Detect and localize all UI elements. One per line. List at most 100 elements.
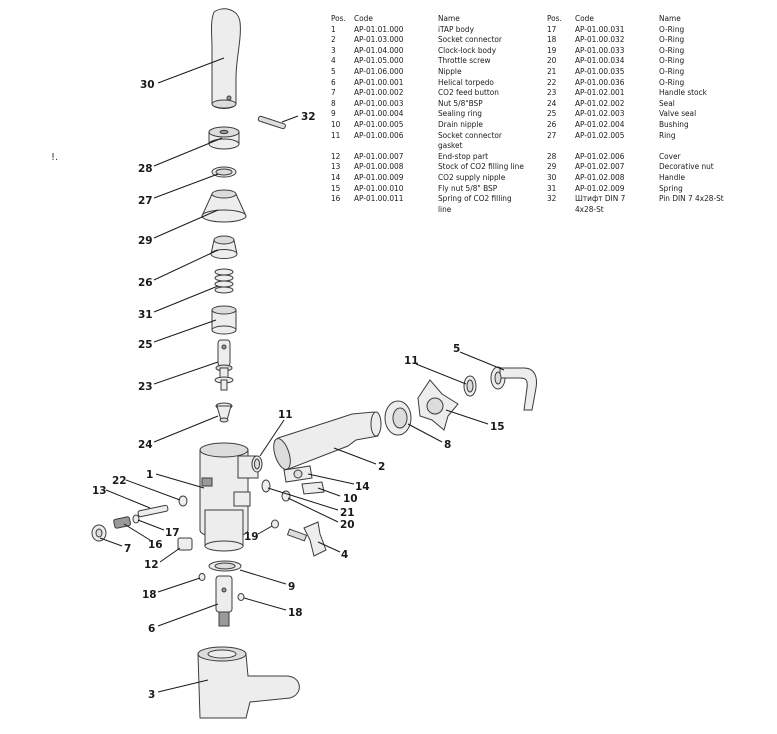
cell-pos-right: 26 [547,118,557,129]
callout-1: 1 [146,469,153,481]
callout-8: 8 [444,439,451,451]
part-28-cover [208,126,240,150]
cell-pos-left: 8 [331,97,336,108]
part-25-valve-seal [211,305,237,335]
callout-32: 32 [301,111,316,123]
cell-pos-right [547,204,575,215]
cell-name-right: Handle [659,171,685,182]
cell-name-left: Drain nipple [438,118,483,129]
cell-name-left: line [438,203,452,214]
cell-name-right: O-Ring [659,76,685,87]
cell-pos-left: 1 [331,23,336,34]
callout-14: 14 [355,481,370,493]
part-19-o-ring [271,519,279,529]
cell-pos-right: 19 [547,44,557,55]
callout-24: 24 [138,439,153,451]
cell-name-left: Socket connector [438,129,502,140]
part-11-gasket-upper [463,375,477,397]
cell-name-left: Nut 5/8"BSP [438,97,483,108]
callout-11-lower: 11 [278,409,293,421]
cell-pos-left: 16 [331,193,341,204]
callout-16: 16 [148,539,163,551]
part-3-clock-lock-body [197,646,300,719]
cell-name-left: End-stop part [438,150,489,161]
part-29-decorative-nut [201,189,247,223]
cell-code-right: AP-01.00.035 [575,65,625,76]
part-30-handle [211,8,241,109]
cell-pos-left: 12 [331,150,341,161]
cell-pos-right: 30 [547,171,557,182]
part-12-end-stop [177,537,193,551]
cell-pos-left: 14 [331,171,341,182]
cell-name-right: Seal [659,97,675,108]
cell-pos-right: 18 [547,34,557,45]
callout-25: 25 [138,339,153,351]
cell-code-right: AP-01.02.006 [575,150,625,161]
callout-labels: 30 32 28 27 29 26 31 25 23 24 11 5 11 15… [92,79,505,701]
cell-code-left: AP-01.00.009 [354,171,404,182]
cell-name-left: CO2 supply nipple [438,171,506,182]
table-row: gasket [331,140,759,151]
callout-27: 27 [138,195,153,207]
header-pos-right: Pos. [547,13,562,23]
cell-name-left: Stock of CO2 filling line [438,161,524,172]
callout-6: 6 [148,623,155,635]
part-10-drain-nipple [301,481,325,495]
header-name-right: Name [659,13,681,23]
cell-name-left: Sealing ring [438,108,482,119]
cell-pos-left: 10 [331,118,341,129]
leader-lines [99,57,505,693]
cell-pos-left: 11 [331,129,341,140]
cell-code-left: AP-01.00.002 [354,87,404,98]
cell-name-left: Nipple [438,65,462,76]
cell-pos-left: 3 [331,44,336,55]
cell-name-right: Pin DIN 7 4x28-St [659,193,724,204]
cell-pos-left [331,140,354,151]
cell-pos-left: 15 [331,182,341,193]
cell-pos-right: 21 [547,65,557,76]
cell-name-right [659,204,759,215]
cell-code-right: AP-01.02.009 [575,182,625,193]
cell-pos-left: 4 [331,55,336,66]
callout-11-upper: 11 [404,355,419,367]
cell-code-left: AP-01.01.000 [354,23,404,34]
cell-code-right: AP-01.02.005 [575,129,625,140]
cell-name-right: Handle stock [659,87,707,98]
cell-code-right: AP-01.02.008 [575,171,625,182]
cell-name-right: O-Ring [659,44,685,55]
part-31-spring [214,268,234,294]
part-7-co2-feed-button [91,524,107,542]
header-code-right: Code [575,13,594,23]
cell-code-right: AP-01.00.031 [575,23,625,34]
cell-pos-right: 32 [547,193,557,204]
cell-name-right: O-Ring [659,34,685,45]
callout-18-right: 18 [288,607,303,619]
cell-code-right: AP-01.02.004 [575,118,625,129]
table-row: 14 AP-01.00.009 CO2 supply nipple 30 AP-01.0… [331,172,759,183]
cell-name-left: Clock-lock body [438,44,497,55]
cell-code-right: AP-01.00.032 [575,34,625,45]
cell-name-right: Spring [659,182,683,193]
part-4-throttle-screw [286,521,327,557]
part-27-ring [211,166,237,178]
cell-pos-right: 27 [547,129,557,140]
part-18-o-ring-left [198,573,206,581]
cell-name-right: Decorative nut [659,161,714,172]
cell-code-right: AP-01.00.033 [575,44,625,55]
part-15-fly-nut [417,379,459,431]
callout-29: 29 [138,235,153,247]
callout-15: 15 [490,421,505,433]
part-5-nipple [490,366,537,411]
callout-31: 31 [138,309,153,321]
part-26-bushing [210,235,238,259]
cell-name-right: Cover [659,150,681,161]
part-14-co2-supply-nipple [283,465,313,483]
